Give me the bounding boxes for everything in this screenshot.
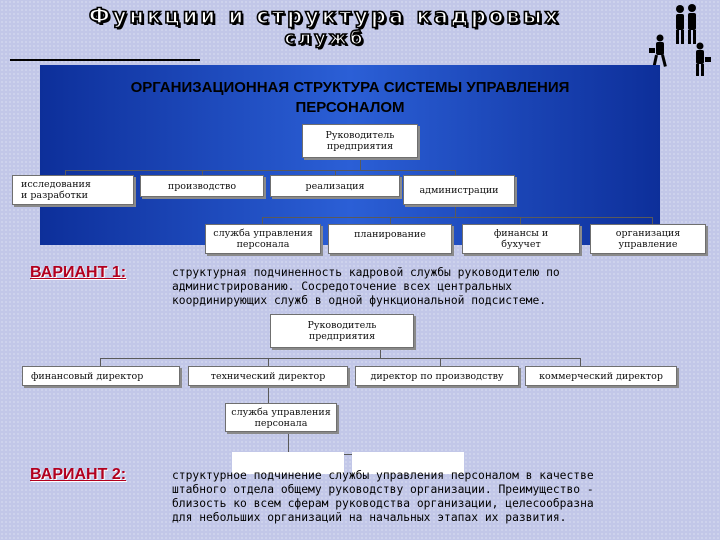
- header: Функции и структура кадровых служб: [0, 0, 720, 50]
- connector: [455, 170, 456, 175]
- connector: [268, 358, 269, 366]
- slide-title-line-2: служб: [284, 27, 366, 50]
- structure-title-line-1: ОРГАНИЗАЦИОННАЯ СТРУКТУРА СИСТЕМЫ УПРАВЛ…: [130, 79, 570, 96]
- diagram2-level1-box: директор по производству: [355, 366, 519, 386]
- structure-title-line-2: ПЕРСОНАЛОМ: [295, 99, 405, 116]
- diagram1-root-box: Руководитель предприятия: [302, 124, 418, 158]
- connector: [380, 348, 381, 358]
- connector: [268, 386, 269, 403]
- connector: [455, 205, 456, 217]
- text-highlight: [352, 452, 464, 474]
- connector: [360, 158, 361, 170]
- connector: [262, 217, 652, 218]
- diagram1-level1-box: исследования и разработки: [12, 175, 134, 205]
- connector: [580, 358, 581, 366]
- connector: [288, 432, 289, 454]
- title-underline: [10, 59, 200, 61]
- variant2-label: ВАРИАНТ 2:: [30, 466, 127, 483]
- slide-title-line-1: Функции и структура кадровых: [88, 3, 562, 29]
- connector: [390, 217, 391, 224]
- variant1-label: ВАРИАНТ 1:: [30, 264, 127, 281]
- connector: [202, 170, 203, 175]
- connector: [440, 358, 441, 366]
- diagram1-level1-box: производство: [140, 175, 264, 197]
- diagram1-level2-box: финансы и бухучет: [462, 224, 580, 254]
- structure-title: ОРГАНИЗАЦИОННАЯ СТРУКТУРА СИСТЕМЫ УПРАВЛ…: [40, 78, 660, 118]
- connector: [652, 217, 653, 224]
- diagram1-level1-box: администрации: [403, 175, 515, 205]
- connector: [100, 358, 101, 366]
- connector: [100, 358, 580, 359]
- diagram1-level2-box: служба управления персонала: [205, 224, 321, 254]
- variant1-description: структурная подчиненность кадровой служб…: [172, 266, 560, 307]
- connector: [65, 170, 455, 171]
- diagram1-level2-box: планирование: [328, 224, 452, 254]
- connector: [65, 170, 66, 175]
- diagram2-level1-box: финансовый директор: [22, 366, 180, 386]
- diagram1-level2-box: организация управление: [590, 224, 706, 254]
- variant2-description: структурное подчинение службы управления…: [172, 469, 594, 524]
- connector: [520, 217, 521, 224]
- text-highlight: [232, 452, 344, 474]
- diagram2-level1-box: технический директор: [188, 366, 348, 386]
- connector: [335, 170, 336, 175]
- people-icon: [649, 4, 711, 76]
- diagram2-level2-box: служба управления персонала: [225, 403, 337, 432]
- diagram1-level1-box: реализация: [270, 175, 400, 197]
- connector: [262, 217, 263, 224]
- diagram2-level1-box: коммерческий директор: [525, 366, 677, 386]
- diagram2-root-box: Руководитель предприятия: [270, 314, 414, 348]
